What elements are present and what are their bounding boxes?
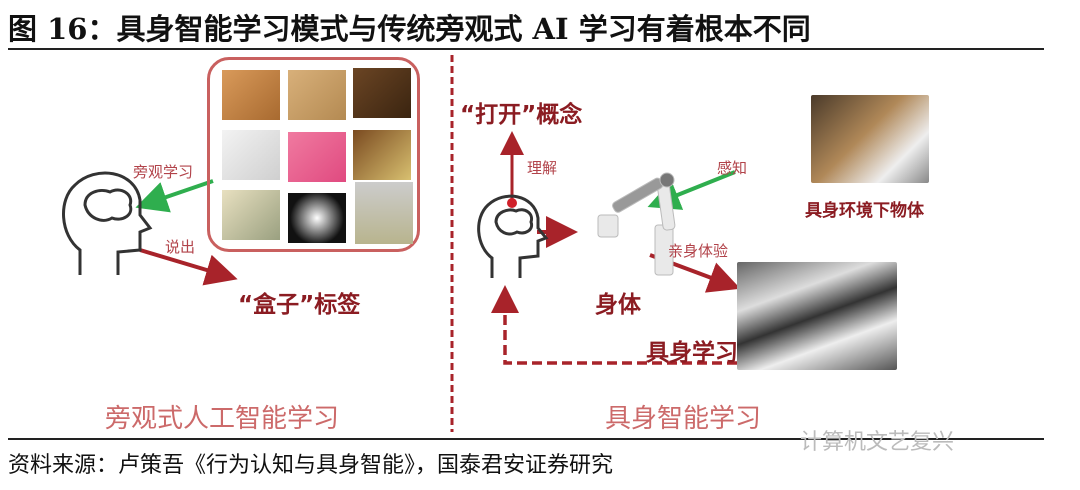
box-label: “盒子”标签: [238, 292, 361, 318]
embodied-learning-label: 具身学习: [646, 340, 738, 366]
pink-box-image: [288, 132, 346, 182]
clear-box-image: [222, 190, 280, 240]
embodied-feedback-arrow: [491, 285, 737, 365]
chest-image: [353, 68, 411, 118]
perceive-label: 感知: [717, 159, 748, 177]
head-brain-icon-right: [477, 194, 549, 278]
box-examples-frame: [207, 57, 420, 252]
storage-box-image: [355, 182, 413, 244]
source-note: 资料来源：卢策吾《行为认知与具身智能》，国泰君安证券研究: [8, 453, 614, 478]
observe-learning-label: 旁观学习: [133, 163, 194, 181]
bottom-rule: [8, 438, 1044, 440]
understand-label: 理解: [527, 159, 558, 177]
open-cardboard-box-image: [222, 70, 280, 120]
open-concept-label: “打开”概念: [460, 102, 583, 128]
head-brain-icon-left: [62, 171, 153, 275]
object-label: 具身环境下物体: [805, 201, 924, 221]
robot-arm-icon: [597, 172, 676, 276]
experience-label: 亲身体验: [668, 242, 729, 260]
lunch-box-image: [288, 193, 346, 243]
styrofoam-box-image: [222, 130, 280, 180]
top-rule: [8, 48, 1044, 50]
right-section-title: 具身智能学习: [605, 404, 762, 434]
robot-experience-photo: [737, 262, 897, 370]
figure-title: 图 16：具身智能学习模式与传统旁观式 AI 学习有着根本不同: [8, 12, 811, 46]
cardboard-box-image: [288, 70, 346, 120]
treasure-box-image: [353, 130, 411, 180]
speak-arrow: [139, 248, 238, 286]
observe-arrow: [135, 179, 214, 213]
speak-label: 说出: [165, 238, 196, 256]
left-section-title: 旁观式人工智能学习: [105, 404, 340, 434]
watermark: 计算机文艺复兴: [800, 430, 955, 455]
object-photo: [811, 95, 929, 183]
body-label: 身体: [595, 292, 641, 318]
